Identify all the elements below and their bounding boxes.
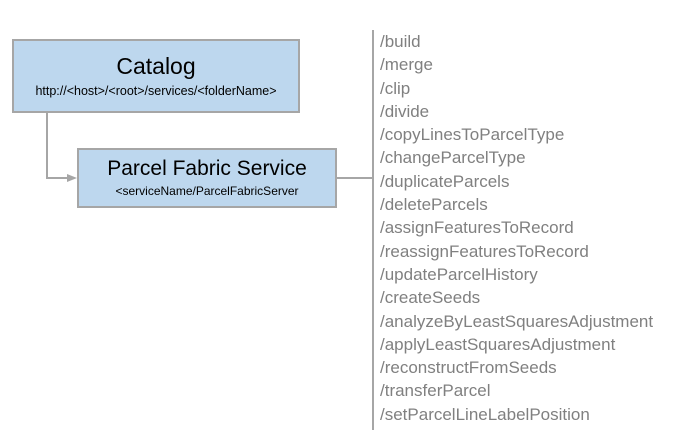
operation-item[interactable]: /duplicateParcels (380, 171, 510, 191)
operation-item[interactable]: /setParcelLineLabelPosition (380, 404, 590, 424)
node-catalog-subtitle: http://<host>/<root>/services/<folderNam… (35, 84, 277, 98)
operation-item[interactable]: /changeParcelType (380, 148, 526, 168)
operation-item[interactable]: /build (380, 32, 421, 51)
operation-item[interactable]: /merge (380, 55, 433, 75)
operations-list: /build /merge /clip /divide /copyLinesTo… (380, 30, 680, 426)
operation-item[interactable]: /copyLinesToParcelType (380, 125, 565, 145)
operation-item[interactable]: /analyzeByLeastSquaresAdjustment (380, 311, 654, 331)
node-parcel-fabric-service-title: Parcel Fabric Service (107, 157, 307, 180)
node-catalog[interactable]: Catalog http://<host>/<root>/services/<f… (12, 39, 300, 113)
node-catalog-title: Catalog (116, 53, 196, 79)
connector-catalog-to-parcel-fabric (46, 113, 70, 179)
operation-item[interactable]: /reconstructFromSeeds (380, 358, 557, 378)
operation-item[interactable]: /reassignFeaturesToRecord (380, 241, 589, 261)
node-parcel-fabric-service[interactable]: Parcel Fabric Service <serviceName/Parce… (77, 148, 337, 208)
operation-item[interactable]: /updateParcelHistory (380, 264, 538, 284)
operation-item[interactable]: /deleteParcels (380, 195, 488, 215)
operation-item[interactable]: /clip (380, 78, 411, 98)
operation-item[interactable]: /divide (380, 101, 430, 121)
operation-item[interactable]: /createSeeds (380, 288, 481, 308)
operation-item[interactable]: /transferParcel (380, 381, 491, 401)
arrowhead-icon (67, 174, 77, 182)
operation-item[interactable]: /assignFeaturesToRecord (380, 218, 574, 238)
operation-item[interactable]: /applyLeastSquaresAdjustment (380, 334, 616, 354)
node-parcel-fabric-service-subtitle: <serviceName/ParcelFabricServer (115, 184, 299, 198)
